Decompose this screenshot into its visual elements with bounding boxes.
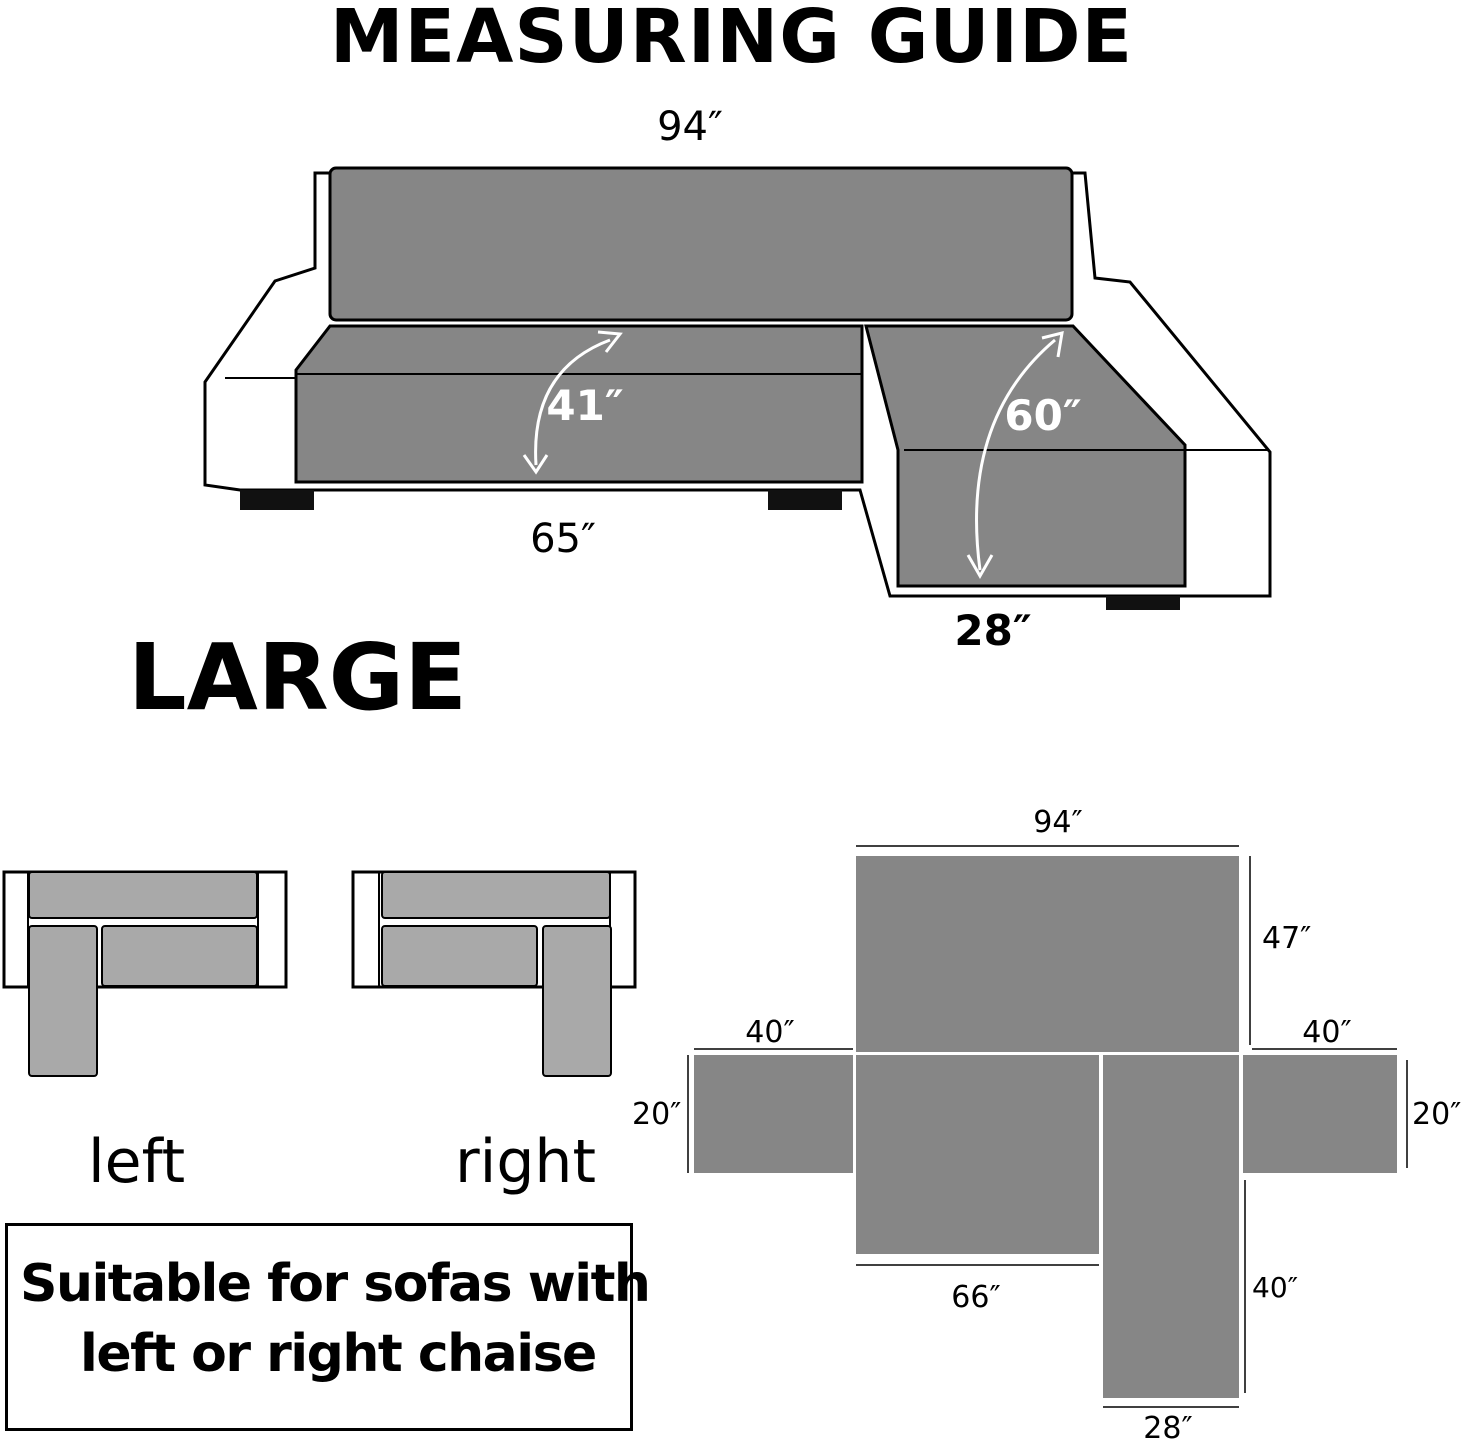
right-arm-width-label: 40″	[1302, 1015, 1351, 1050]
left-chaise-diagram	[2, 870, 288, 1077]
backrest-panel	[856, 856, 1239, 1052]
chaise-length-label: 40″	[1252, 1271, 1298, 1304]
depth-arrow-icon	[522, 330, 623, 475]
seat-width-label: 65″	[530, 516, 596, 562]
chaise-length-label: 60″	[1004, 391, 1081, 440]
chaise-cushion	[864, 324, 1187, 588]
seat-cushion	[294, 324, 864, 484]
page-title: MEASURING GUIDE	[329, 0, 1134, 80]
left-arm-width-label: 40″	[745, 1015, 794, 1050]
backrest-width-label: 94″	[1033, 805, 1082, 840]
chaise-panel	[1103, 1055, 1239, 1398]
chaise-width-label: 28″	[954, 606, 1031, 655]
right-arm-height-label: 20″	[1412, 1097, 1461, 1132]
right-arm-panel	[1243, 1055, 1397, 1173]
size-label: LARGE	[128, 624, 468, 731]
left-label: left	[88, 1127, 186, 1197]
seat-panel	[856, 1055, 1099, 1254]
seat-depth-label: 41″	[546, 381, 623, 430]
sofa-leg	[240, 490, 314, 510]
chaise-width-label: 28″	[1143, 1411, 1192, 1442]
note-line-2: left or right chaise	[80, 1324, 597, 1384]
right-label: right	[455, 1127, 596, 1197]
chaise-arrow-icon	[966, 330, 1064, 580]
right-chaise-diagram	[351, 870, 637, 1077]
sofa-leg	[768, 490, 842, 510]
left-arm-panel	[694, 1055, 853, 1173]
note-line-1: Suitable for sofas with	[20, 1254, 651, 1314]
seat-width-label: 66″	[951, 1280, 1000, 1315]
left-arm-height-label: 20″	[632, 1097, 681, 1132]
back-width-label: 94″	[657, 104, 723, 150]
backrest-height-label: 47″	[1262, 921, 1311, 956]
sofa-leg	[1106, 596, 1180, 610]
note-box	[5, 1223, 633, 1431]
back-cushion	[328, 166, 1074, 322]
